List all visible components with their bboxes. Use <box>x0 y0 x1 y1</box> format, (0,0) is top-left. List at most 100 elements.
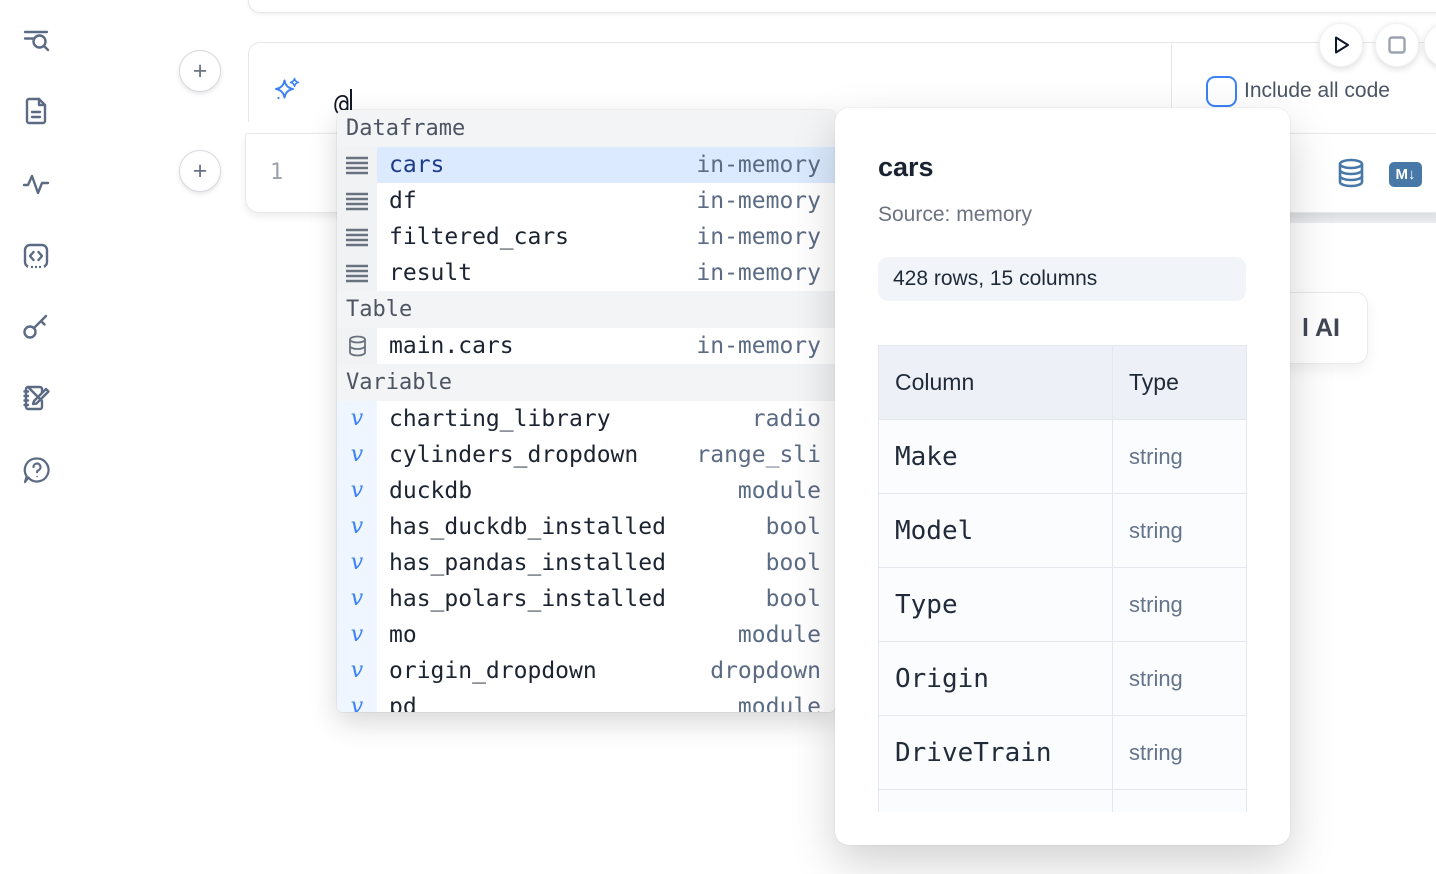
autocomplete-item-charting-library[interactable]: v charting_library radio <box>337 401 835 437</box>
item-name: main.cars <box>389 333 514 359</box>
item-name: duckdb <box>389 478 473 504</box>
run-cell-button[interactable] <box>1319 23 1363 67</box>
schema-row: Type string <box>878 567 1247 642</box>
autocomplete-item-has-duckdb-installed[interactable]: v has_duckdb_installed bool <box>337 509 835 545</box>
item-type: bool <box>765 514 821 540</box>
preview-title: cars <box>878 152 934 182</box>
schema-row: DriveTrain string <box>878 715 1247 790</box>
item-type: in-memory <box>696 260 821 286</box>
autocomplete-item-mo[interactable]: v mo module <box>337 617 835 653</box>
item-name: charting_library <box>389 406 611 432</box>
play-icon <box>1335 36 1349 54</box>
schema-row: Make string <box>878 419 1247 494</box>
column-name-cell: Model <box>878 493 1113 568</box>
autocomplete-item-partial[interactable]: v pd module <box>337 689 835 712</box>
autocomplete-item-cylinders-dropdown[interactable]: v cylinders_dropdown range_sli <box>337 437 835 473</box>
add-cell-button-bottom[interactable]: + <box>179 150 221 192</box>
item-type: module <box>737 694 821 712</box>
column-type-cell: string <box>1112 567 1247 642</box>
include-all-code-label: Include all code <box>1244 79 1390 102</box>
previous-cell-edge <box>248 0 1436 13</box>
database-icon <box>348 335 367 357</box>
schema-row-partial <box>878 789 1247 812</box>
variable-icon: v <box>350 586 364 611</box>
variable-icon: v <box>350 550 364 575</box>
document-icon[interactable] <box>21 96 51 126</box>
dataframe-preview-panel: cars Source: memory 428 rows, 15 columns… <box>835 108 1290 845</box>
table-rows-icon <box>345 156 369 175</box>
ai-button-label: l AI <box>1302 313 1340 342</box>
autocomplete-item-main-cars[interactable]: main.cars in-memory <box>337 328 835 364</box>
schema-row: Origin string <box>878 641 1247 716</box>
ai-sparkle-icon <box>273 76 301 104</box>
stop-button[interactable] <box>1375 23 1419 67</box>
table-rows-icon <box>345 264 369 283</box>
autocomplete-item-result[interactable]: result in-memory <box>337 255 835 291</box>
section-header-variable: Variable <box>337 364 835 401</box>
item-type: module <box>737 478 821 504</box>
column-name-cell: DriveTrain <box>878 715 1113 790</box>
database-icon[interactable] <box>1336 158 1366 188</box>
item-type: range_sli <box>696 442 821 468</box>
item-type: in-memory <box>696 188 821 214</box>
shape-badge: 428 rows, 15 columns <box>878 257 1246 301</box>
item-name: cars <box>389 152 445 178</box>
code-snippets-icon[interactable] <box>21 241 51 271</box>
scratchpad-icon[interactable] <box>21 383 51 413</box>
schema-table-wrap: Column Type Make string Model string Typ… <box>878 345 1247 812</box>
column-name-cell: Make <box>878 419 1113 494</box>
item-type: bool <box>765 550 821 576</box>
stop-icon <box>1388 36 1406 54</box>
autocomplete-item-filtered-cars[interactable]: filtered_cars in-memory <box>337 219 835 255</box>
schema-header-row: Column Type <box>878 345 1247 420</box>
markdown-icon[interactable]: M↓ <box>1389 162 1422 187</box>
column-header: Column <box>878 345 1113 420</box>
schema-table: Column Type Make string Model string Typ… <box>878 345 1247 812</box>
item-name: mo <box>389 622 417 648</box>
variable-icon: v <box>350 622 364 647</box>
variable-icon: v <box>350 406 364 431</box>
column-type-cell: string <box>1112 641 1247 716</box>
preview-source: Source: memory <box>878 203 1033 226</box>
item-name: pd <box>389 694 417 712</box>
autocomplete-item-has-pandas-installed[interactable]: v has_pandas_installed bool <box>337 545 835 581</box>
variable-icon: v <box>350 658 364 683</box>
variable-icon: v <box>350 442 364 467</box>
autocomplete-item-has-polars-installed[interactable]: v has_polars_installed bool <box>337 581 835 617</box>
variable-icon: v <box>350 694 364 713</box>
add-cell-button-top[interactable]: + <box>179 50 221 92</box>
section-header-table: Table <box>337 291 835 328</box>
autocomplete-dropdown: Dataframe cars in-memory df in-memory fi… <box>337 110 835 712</box>
item-type: in-memory <box>696 152 821 178</box>
item-type: in-memory <box>696 224 821 250</box>
activity-icon[interactable] <box>21 169 51 199</box>
item-type: module <box>737 622 821 648</box>
prompt-divider <box>1171 43 1172 122</box>
item-name: has_polars_installed <box>389 586 666 612</box>
autocomplete-item-duckdb[interactable]: v duckdb module <box>337 473 835 509</box>
item-name: has_duckdb_installed <box>389 514 666 540</box>
item-name: origin_dropdown <box>389 658 597 684</box>
text-cursor <box>350 89 353 118</box>
include-all-code-checkbox[interactable] <box>1206 76 1237 107</box>
column-name-cell: Origin <box>878 641 1113 716</box>
autocomplete-item-cars[interactable]: cars in-memory <box>337 147 835 183</box>
table-rows-icon <box>345 228 369 247</box>
item-name: filtered_cars <box>389 224 570 250</box>
help-chat-icon[interactable] <box>21 455 51 485</box>
item-type: in-memory <box>696 333 821 359</box>
column-name-cell: Type <box>878 567 1113 642</box>
column-type-cell: string <box>1112 419 1247 494</box>
variable-icon: v <box>350 514 364 539</box>
column-type-cell: string <box>1112 493 1247 568</box>
autocomplete-item-origin-dropdown[interactable]: v origin_dropdown dropdown <box>337 653 835 689</box>
column-type-cell: string <box>1112 715 1247 790</box>
item-type: radio <box>751 406 821 432</box>
table-rows-icon <box>345 192 369 211</box>
item-type: bool <box>765 586 821 612</box>
autocomplete-item-df[interactable]: df in-memory <box>337 183 835 219</box>
keyboard-shortcuts-key-icon[interactable] <box>21 311 51 341</box>
table-of-contents-search-icon[interactable] <box>21 25 51 55</box>
item-name: df <box>389 188 417 214</box>
variable-icon: v <box>350 478 364 503</box>
